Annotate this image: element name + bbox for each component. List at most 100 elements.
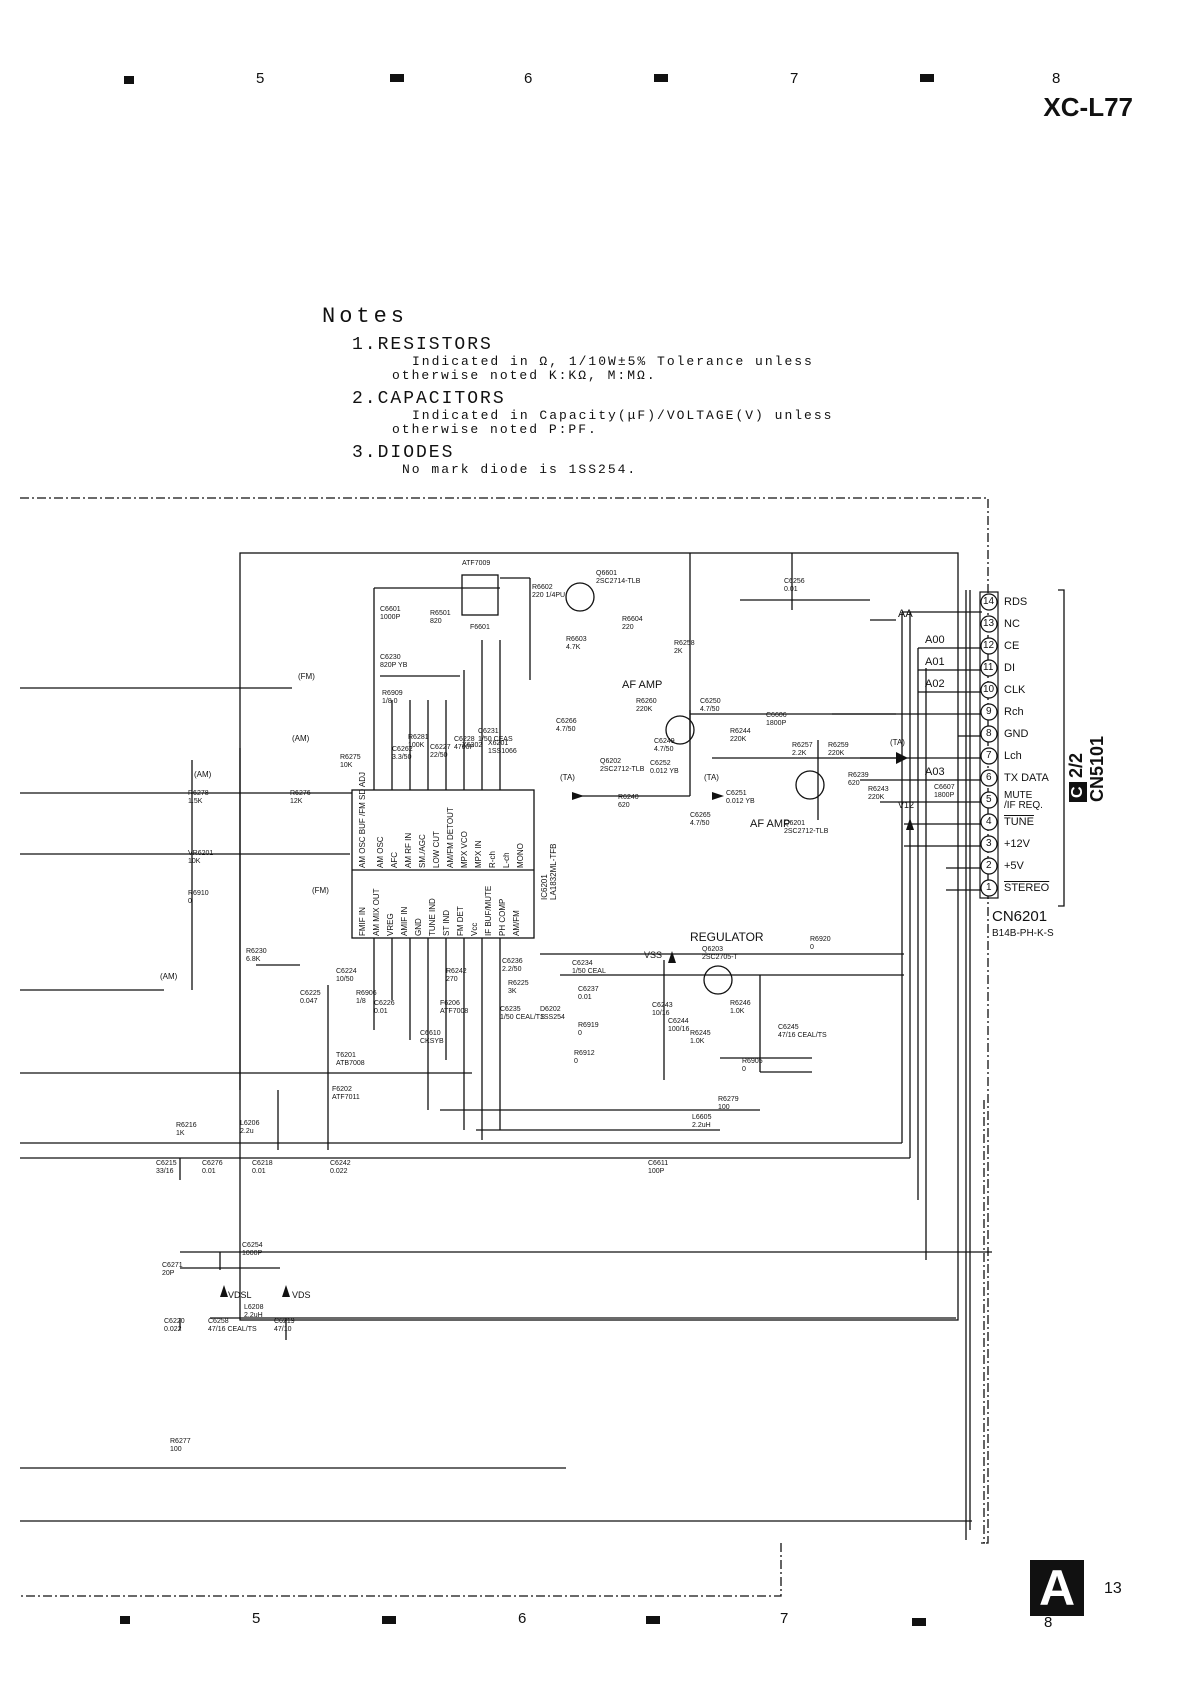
part-value: 1800P [934,792,955,799]
part-ref: R6909 [382,690,403,697]
part-ref: Q6202 [600,758,622,765]
part-value: 33/16 [156,1168,174,1175]
part-ref: R6230 [246,948,267,955]
part-value: ATB7008 [336,1060,365,1067]
signal-label: (FM) [312,886,329,895]
part-ref: C6254 [242,1242,263,1249]
part-ref: R6501 [430,610,451,617]
bus-label: A01 [925,656,945,668]
part-value: 10K [340,762,353,769]
connector-label: CN6201 [992,908,1048,925]
zone-marker [120,1616,130,1624]
connector-part: B14B-PH-K-S [992,928,1054,939]
pin-number: 3 [986,838,992,849]
part-value: 1SS1066 [488,748,517,755]
signal-label: (AM) [292,734,310,743]
part-ref: C6271 [162,1262,183,1269]
part-value: 2SC2712-TLB [600,766,645,773]
ic6201-body [351,789,535,939]
pin-name: CLK [1004,684,1026,696]
part-ref: Q6201 [784,820,806,827]
shield-frame [239,552,959,1321]
part-ref: C6610 [420,1030,441,1037]
part-value: 270 [446,976,458,983]
part-value: 0.022 [330,1168,348,1175]
pin-name: MUTE /IF REQ. [1004,790,1043,811]
part-value: 100P [648,1168,665,1175]
pin-name: TUNE [1004,816,1034,828]
signal-label: (TA) [890,738,905,747]
part-value: 100 [718,1104,730,1111]
part-value: ATF7008 [440,1008,469,1015]
notes-title: Notes [322,304,409,329]
q6202-transistor [665,715,695,745]
part-ref: F6601 [470,624,490,631]
part-value: 6.8K [246,956,261,963]
v12-label: V12 [898,800,915,810]
part-value: 0 [574,1058,578,1065]
bus-label: AA [898,608,913,620]
part-ref: R6281 [408,734,429,741]
q6203-transistor [703,965,733,995]
part-ref: R6244 [730,728,751,735]
part-value: 100/16 [668,1026,690,1033]
pin-number: 8 [986,728,992,739]
part-value: 20P [162,1270,175,1277]
signal-label: (FM) [298,672,315,681]
part-ref: R6246 [730,1000,751,1007]
part-ref: C6250 [700,698,721,705]
part-ref: C6252 [650,760,671,767]
ic-pin-name: MPX IN [474,840,483,868]
part-value: 1800P [766,720,787,727]
part-value: 220K [636,706,653,713]
part-ref: L6206 [240,1120,260,1127]
part-ref: R6275 [340,754,361,761]
part-ref: D6202 [540,1006,561,1013]
part-value: 220K [868,794,885,801]
part-ref: R6920 [810,936,831,943]
part-value: 4.7/50 [654,746,674,753]
note-line: Indicated in Capacity(μF)/VOLTAGE(V) unl… [412,408,834,423]
part-ref: C6215 [156,1160,177,1167]
ic-pin-name: AM OSC [376,836,385,868]
part-ref: C6228 [454,736,475,743]
zone-label-8: 8 [1052,70,1061,87]
part-value: 4.7/50 [690,820,710,827]
part-value: 220K [730,736,747,743]
zone-marker [920,74,934,82]
part-ref: F6202 [332,1086,352,1093]
part-value: 100K [408,742,425,749]
ic-pin-name: AM/FM [512,910,521,936]
pin-number: 6 [986,772,992,783]
part-ref: R6602 [532,584,553,591]
part-value: 2SC2714-TLB [596,578,641,585]
signal-label: (TA) [704,773,719,782]
part-ref: C6220 [164,1318,185,1325]
